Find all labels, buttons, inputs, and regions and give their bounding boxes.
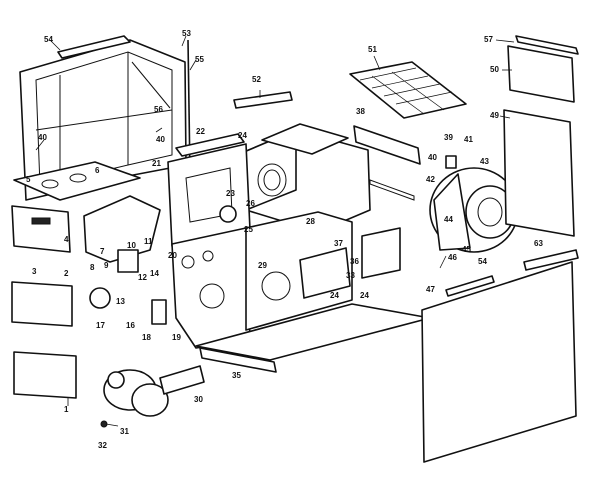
callout-10: 10 (127, 241, 136, 250)
callout-63: 63 (534, 239, 543, 248)
callout-19: 19 (172, 333, 181, 342)
divider-panel-38 (353, 125, 421, 165)
callout-3: 3 (32, 267, 37, 276)
callout-20: 20 (168, 251, 177, 260)
pulley-39 (445, 155, 457, 169)
callout-54: 54 (44, 35, 53, 44)
front-panel-2 (11, 281, 73, 327)
callout-57: 57 (484, 35, 493, 44)
callout-36: 36 (350, 257, 359, 266)
callout-42: 42 (426, 175, 435, 184)
strip-57 (515, 35, 579, 55)
callout-14: 14 (150, 269, 159, 278)
callout-1: 1 (64, 405, 69, 414)
callout-51: 51 (368, 45, 377, 54)
cabinet-interior (245, 211, 353, 331)
access-door-37 (361, 227, 401, 279)
filter-51 (349, 61, 467, 119)
top-strip-54 (57, 35, 131, 59)
callout-5: 5 (26, 175, 31, 184)
panel-49 (503, 109, 575, 237)
callout-41: 41 (464, 135, 473, 144)
rail-53 (523, 249, 579, 271)
callout-55: 55 (195, 55, 204, 64)
callout-16: 16 (126, 321, 135, 330)
heat-exchanger-24 (243, 123, 371, 233)
callout-28: 28 (306, 217, 315, 226)
relay-box-12 (117, 249, 139, 273)
callout-54b: 54 (478, 257, 487, 266)
callout-39: 39 (444, 133, 453, 142)
callout-29: 29 (258, 261, 267, 270)
callout-56: 56 (154, 105, 163, 114)
callout-25: 25 (244, 225, 253, 234)
callout-43: 43 (480, 157, 489, 166)
callout-24b: 24 (360, 291, 369, 300)
front-panel-3 (11, 205, 71, 253)
callout-8: 8 (90, 263, 95, 272)
flue-collar-36 (299, 247, 351, 299)
callout-21: 21 (152, 159, 161, 168)
callout-40: 40 (38, 133, 47, 142)
callout-12: 12 (138, 273, 147, 282)
callout-30: 30 (194, 395, 203, 404)
top-rail-22 (175, 133, 245, 157)
callout-6: 6 (95, 166, 100, 175)
cross-bracket-52 (233, 91, 293, 109)
transformer-18 (151, 299, 167, 325)
callout-9: 9 (104, 261, 109, 270)
callout-47: 47 (426, 285, 435, 294)
callout-49: 49 (490, 111, 499, 120)
callout-2: 2 (64, 269, 69, 278)
rail-54 (445, 275, 495, 297)
panel-50 (507, 45, 575, 103)
callout-53: 53 (182, 29, 191, 38)
callout-17: 17 (96, 321, 105, 330)
callout-44: 44 (444, 215, 453, 224)
callout-32: 32 (98, 441, 107, 450)
thermostat-17 (89, 287, 111, 309)
callout-11: 11 (144, 237, 153, 246)
burner-bracket (83, 195, 161, 263)
callout-38: 38 (356, 107, 365, 116)
callout-40c: 40 (428, 153, 437, 162)
callout-33: 33 (346, 271, 355, 280)
callout-40b: 40 (156, 135, 165, 144)
callout-52: 52 (252, 75, 261, 84)
front-door-47 (421, 261, 577, 463)
callout-4: 4 (64, 235, 69, 244)
callout-37: 37 (334, 239, 343, 248)
callout-7: 7 (100, 247, 105, 256)
callout-46: 46 (448, 253, 457, 262)
oil-burner-30 (103, 365, 205, 417)
callout-24: 24 (238, 131, 247, 140)
callout-50: 50 (490, 65, 499, 74)
leader-lines (35, 35, 515, 427)
blower-43 (429, 167, 519, 253)
callout-24c: 24 (330, 291, 339, 300)
callout-31: 31 (120, 427, 129, 436)
cabinet-lower-side (171, 227, 251, 349)
upper-shelf-6 (13, 161, 141, 201)
callout-35: 35 (232, 371, 241, 380)
callout-22: 22 (196, 127, 205, 136)
callout-23: 23 (226, 189, 235, 198)
callout-13: 13 (116, 297, 125, 306)
front-panel-1 (13, 351, 77, 399)
callout-18: 18 (142, 333, 151, 342)
callout-26: 26 (246, 199, 255, 208)
callout-45: 45 (462, 245, 471, 254)
